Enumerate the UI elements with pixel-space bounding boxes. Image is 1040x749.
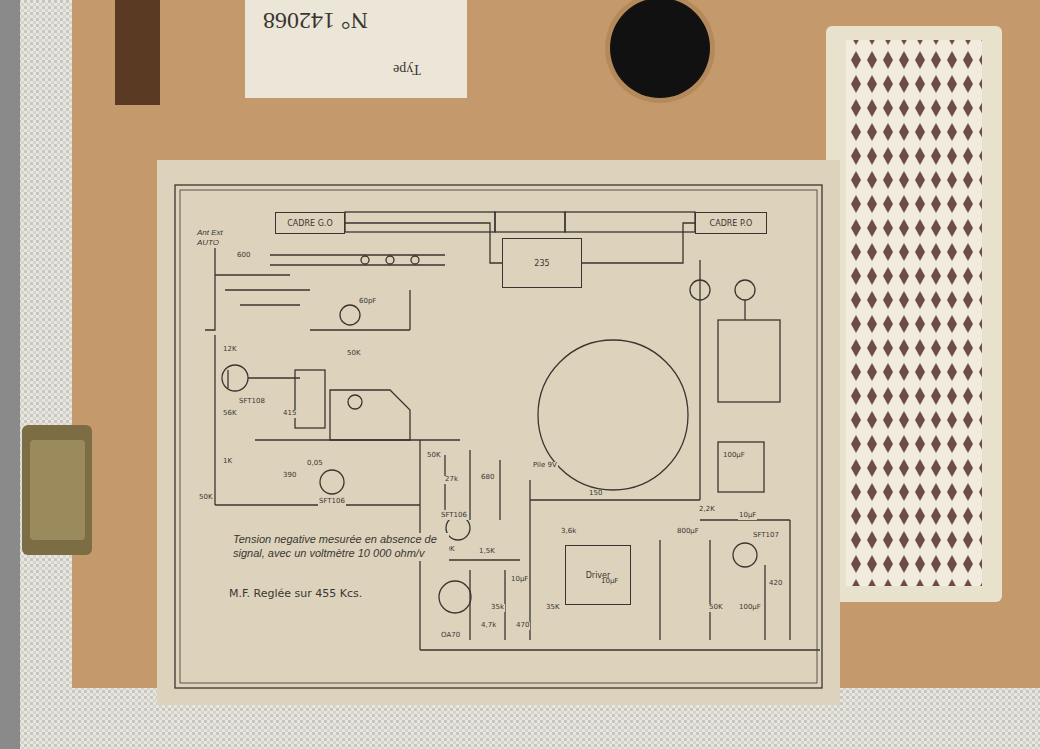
type-label: Type	[392, 62, 422, 77]
component-value: 470	[515, 622, 530, 630]
component-value: 60pF	[358, 298, 377, 306]
component-value: 0,05	[306, 460, 324, 468]
component-value: 1,5K	[478, 548, 496, 556]
component-value: 1K	[222, 458, 233, 466]
component-value: Pile 9V	[532, 462, 558, 470]
component-value: 390	[282, 472, 297, 480]
component-value: 50K	[198, 494, 214, 502]
component-value: 56K	[222, 410, 238, 418]
component-box: CADRE G.O	[275, 212, 345, 234]
component-value: 10µF	[510, 576, 529, 584]
wire-connector	[345, 223, 502, 263]
component-value: 50K	[346, 350, 362, 358]
box-label: CADRE P.O	[710, 219, 753, 228]
component-value: Ant Ext AUTO	[196, 228, 238, 248]
component-value: 50K	[708, 604, 724, 612]
component-value: 2,2K	[698, 506, 716, 514]
component-value: SFT107	[752, 532, 780, 540]
component-value: 420	[768, 580, 783, 588]
component-value: 800µF	[676, 528, 700, 536]
component-value: 35k	[490, 604, 505, 612]
note-text: Tension negative mesurée en absence de s…	[232, 533, 449, 561]
component-value: 415	[282, 410, 297, 418]
component-value: 50K	[426, 452, 442, 460]
component-value: 35K	[545, 604, 561, 612]
component-box: 235	[502, 238, 582, 288]
component-box: Driver	[565, 545, 631, 605]
component-value: 100µF	[738, 604, 762, 612]
component-value: 4,7k	[480, 622, 497, 630]
component-value: 3,6k	[560, 528, 577, 536]
component-value: SFT106	[318, 498, 346, 506]
component-value: OA70	[440, 632, 461, 640]
component-value: 150	[588, 490, 603, 498]
serial-number: N° 142068	[262, 8, 369, 34]
component-value: 27k	[444, 476, 459, 484]
component-box: CADRE P.O	[695, 212, 767, 234]
note-text: M.F. Reglée sur 455 Kcs.	[228, 588, 363, 600]
component-value: 10µF	[738, 512, 757, 520]
component-value: 12K	[222, 346, 238, 354]
component-value: 680	[480, 474, 495, 482]
component-value: SFT106	[440, 512, 468, 520]
box-label: 235	[534, 259, 549, 268]
box-label: CADRE G.O	[287, 219, 332, 228]
component-value: 10µF	[600, 578, 619, 586]
component-value: 600	[236, 252, 251, 260]
wire-connector	[582, 223, 695, 263]
component-value: SFT108	[238, 398, 266, 406]
component-value: 100µF	[722, 452, 746, 460]
